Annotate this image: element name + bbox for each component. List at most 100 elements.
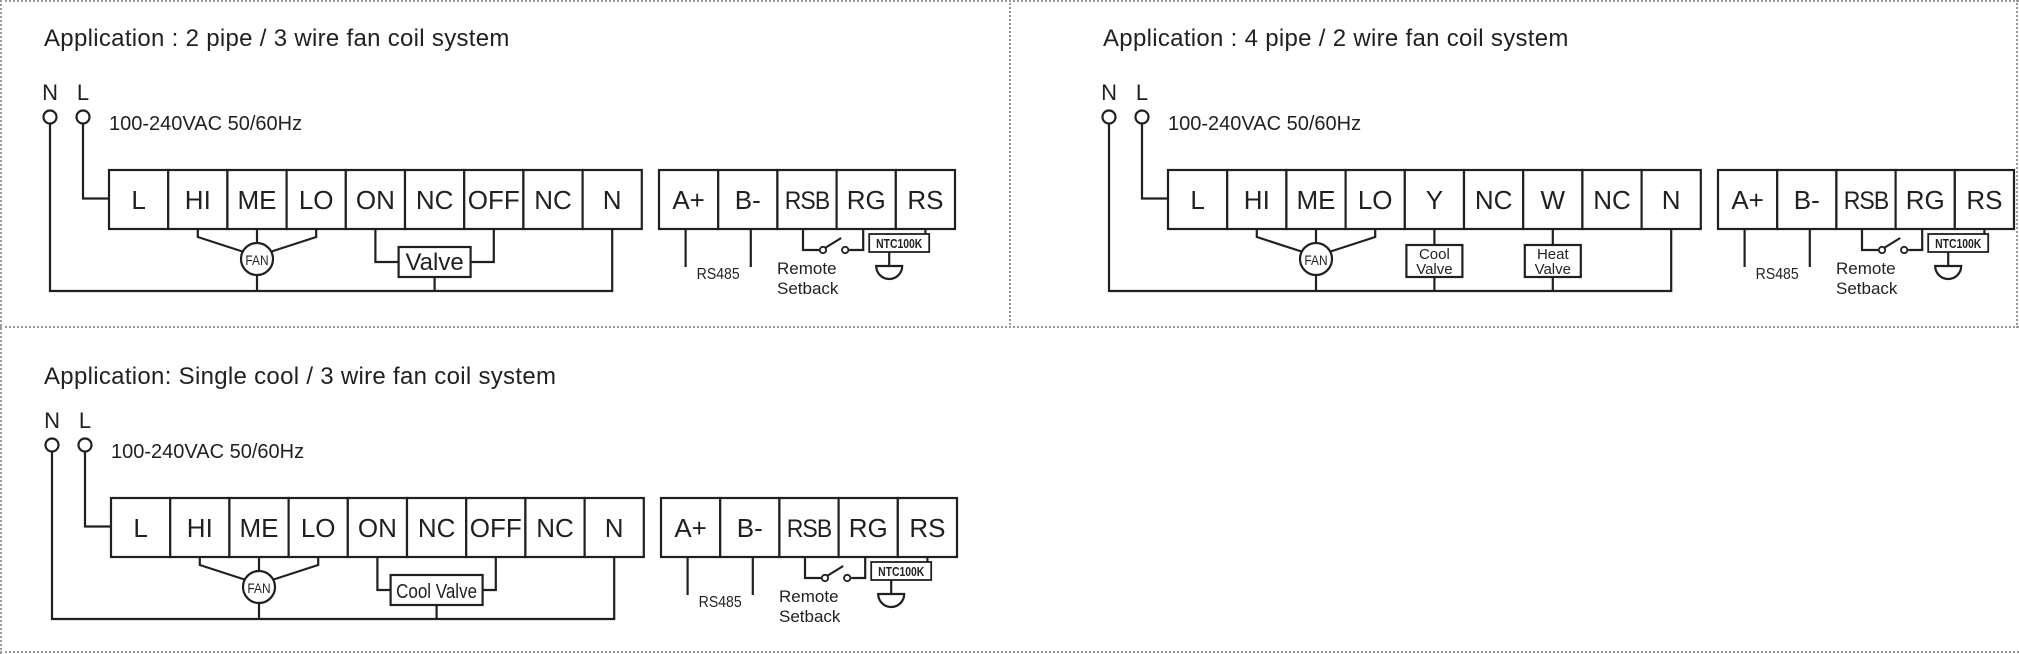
supply-l-label: L [77, 80, 89, 105]
panel-4pipe-2wire: Application : 4 pipe / 2 wire fan coil s… [1010, 0, 2019, 326]
supply-voltage-label: 100-240VAC 50/60Hz [109, 113, 302, 135]
ntc-sensor-probe [877, 592, 906, 609]
main-terminal-label: OFF [468, 185, 520, 215]
fan-lo-wire [1328, 229, 1377, 254]
fan-hi-wire [1255, 229, 1304, 254]
outer-border-right [2016, 0, 2018, 328]
main-terminal-label: NC [418, 513, 456, 543]
aux-terminal-4 [894, 168, 957, 231]
panel-title: Application : 2 pipe / 3 wire fan coil s… [44, 25, 510, 52]
aux-terminal-3 [1894, 168, 1956, 231]
ntc-sensor-box [868, 233, 931, 253]
fan-lo-wire [271, 557, 320, 582]
supply-l-terminal [75, 109, 91, 125]
live-wire [1140, 124, 1168, 200]
aux-terminal-label: RG [1906, 185, 1945, 215]
supply-l-label: L [1136, 80, 1148, 105]
neutral-wire [50, 452, 616, 621]
main-terminal-label: HI [187, 513, 213, 543]
supply-voltage-label: 100-240VAC 50/60Hz [111, 441, 304, 463]
cool-valve-box [1405, 243, 1464, 279]
main-terminal-label: L [131, 185, 145, 215]
ntc-sensor-probe [1934, 264, 1963, 281]
valve-box [397, 245, 472, 279]
main-terminal-label: W [1541, 185, 1566, 215]
switch-lever [824, 237, 842, 249]
main-terminal-5 [403, 168, 466, 231]
remote-setback-wire-b [1908, 229, 1924, 252]
main-terminal-label: ME [238, 185, 277, 215]
valve-off-wire [482, 557, 497, 592]
main-terminal-label: LO [301, 513, 336, 543]
heat-valve-label-line2: Valve [1535, 261, 1571, 278]
main-terminal-8 [581, 168, 643, 231]
aux-terminal-label: RSB [1844, 187, 1889, 215]
main-terminal-label: N [605, 513, 624, 543]
vertical-divider [1009, 0, 1011, 328]
fan-motor [1298, 241, 1334, 277]
main-terminal-label: N [1662, 185, 1681, 215]
remote-label-line2: Setback [1836, 279, 1898, 298]
main-terminal-4 [1403, 168, 1466, 231]
aux-terminal-3 [837, 496, 899, 559]
main-terminal-label: NC [534, 185, 572, 215]
main-terminal-7 [524, 496, 586, 559]
main-terminal-label: LO [1358, 185, 1393, 215]
aux-terminal-label: RSB [785, 187, 830, 215]
main-terminal-label: HI [185, 185, 211, 215]
supply-n-terminal [44, 437, 60, 453]
supply-n-label: N [42, 80, 58, 105]
main-terminal-label: NC [1475, 185, 1513, 215]
ntc-sensor-label: NTC100K [1935, 237, 1982, 251]
main-terminal-3 [285, 168, 347, 231]
main-terminal-label: OFF [470, 513, 522, 543]
aux-terminal-label: B- [737, 513, 763, 543]
heat-valve-box [1523, 243, 1582, 279]
switch-contact-a [1877, 245, 1887, 255]
rs485-label: RS485 [697, 265, 740, 283]
aux-terminal-label: B- [735, 185, 761, 215]
ntc-sensor-label: NTC100K [878, 565, 925, 579]
main-terminal-label: NC [536, 513, 574, 543]
aux-terminal-3 [835, 168, 897, 231]
supply-n-terminal [1101, 109, 1117, 125]
fan-motor [241, 569, 277, 605]
aux-terminal-label: A+ [672, 185, 705, 215]
panel-title: Application : 4 pipe / 2 wire fan coil s… [1103, 25, 1569, 52]
fan-lo-wire [269, 229, 318, 254]
aux-terminal-1 [717, 168, 779, 231]
aux-terminal-label: A+ [1731, 185, 1764, 215]
switch-contact-a [820, 573, 830, 583]
main-terminal-label: NC [416, 185, 454, 215]
fan-hi-wire [196, 229, 245, 254]
valve-label: Cool Valve [396, 580, 477, 603]
switch-lever [826, 565, 844, 577]
supply-l-terminal [1134, 109, 1150, 125]
aux-terminal-label: RS [907, 185, 943, 215]
main-terminal-label: HI [1244, 185, 1270, 215]
remote-label-line1: Remote [1836, 259, 1896, 278]
aux-terminal-label: B- [1794, 185, 1820, 215]
switch-contact-b [1900, 245, 1909, 255]
main-terminal-1 [1226, 168, 1288, 231]
remote-label-line1: Remote [777, 259, 837, 278]
main-terminal-8 [583, 496, 645, 559]
main-terminal-label: L [1190, 185, 1204, 215]
supply-n-label: N [1101, 80, 1117, 105]
main-terminal-6 [463, 168, 525, 231]
aux-terminal-label: RS [909, 513, 945, 543]
supply-voltage-label: 100-240VAC 50/60Hz [1168, 113, 1361, 135]
switch-contact-b [843, 573, 852, 583]
remote-setback-wire-a [801, 229, 819, 252]
heat-valve-label-line1: Heat [1537, 246, 1570, 263]
aux-terminal-label: A+ [674, 513, 707, 543]
fan-label: FAN [247, 580, 270, 596]
main-terminal-label: ON [356, 185, 395, 215]
neutral-wire [1107, 124, 1673, 293]
main-terminal-label: NC [1593, 185, 1631, 215]
fan-label: FAN [245, 252, 268, 268]
main-terminal-label: ME [240, 513, 279, 543]
main-terminal-6 [465, 496, 527, 559]
